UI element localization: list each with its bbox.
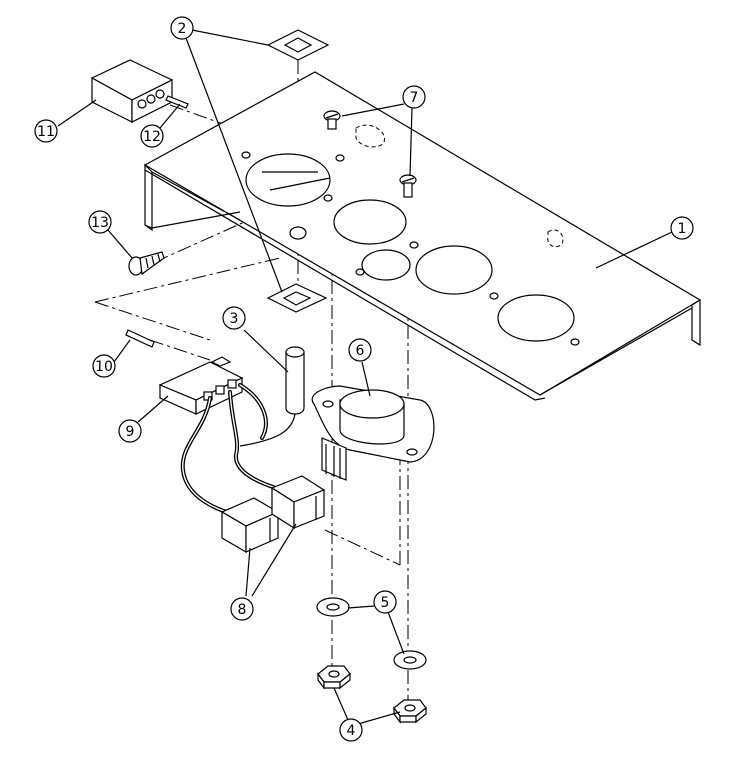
callout-7-label: 7	[410, 90, 419, 106]
callout-8-label: 8	[238, 602, 247, 618]
callout-4: 4	[339, 718, 363, 742]
grommet-bottom	[266, 283, 328, 313]
callout-5: 5	[373, 590, 397, 614]
callout-2-label: 2	[178, 21, 187, 37]
lock-washer-left	[316, 597, 350, 617]
screw-top	[323, 110, 341, 130]
callout-8: 8	[230, 597, 254, 621]
callout-11: 11	[34, 119, 58, 143]
wood-screw	[128, 251, 165, 276]
callout-13-label: 13	[91, 215, 109, 231]
sensor-probe	[239, 346, 305, 447]
terminal-right	[270, 475, 326, 530]
callout-6: 6	[348, 338, 372, 362]
grommet-top	[266, 29, 330, 61]
callout-1-label: 1	[678, 221, 687, 237]
callout-3: 3	[222, 306, 246, 330]
harness-wires	[180, 383, 290, 517]
mounting-panel	[143, 71, 702, 401]
thermostat-switch	[311, 385, 435, 481]
lock-washer-right	[393, 650, 427, 670]
terminal-left	[220, 497, 280, 554]
callout-12: 12	[140, 124, 164, 148]
callout-10-label: 10	[95, 359, 113, 375]
hex-nut-right	[393, 699, 427, 724]
callout-6-label: 6	[356, 343, 365, 359]
callout-9-label: 9	[126, 424, 135, 440]
callout-10: 10	[92, 354, 116, 378]
callout-1: 1	[670, 216, 694, 240]
callout-13: 13	[88, 210, 112, 234]
callout-7: 7	[402, 85, 426, 109]
leader-lines	[57, 29, 673, 725]
connector-pin	[165, 95, 189, 109]
callout-3-label: 3	[230, 311, 239, 327]
callout-11-label: 11	[37, 124, 55, 140]
terminal-pin	[125, 329, 155, 348]
hex-nut-left	[317, 665, 351, 690]
callout-4-label: 4	[347, 723, 356, 739]
callout-12-label: 12	[143, 129, 161, 145]
callout-9: 9	[118, 419, 142, 443]
screw-middle	[399, 174, 417, 198]
callout-5-label: 5	[381, 595, 390, 611]
callout-2: 2	[170, 16, 194, 40]
connector-block	[90, 59, 174, 123]
